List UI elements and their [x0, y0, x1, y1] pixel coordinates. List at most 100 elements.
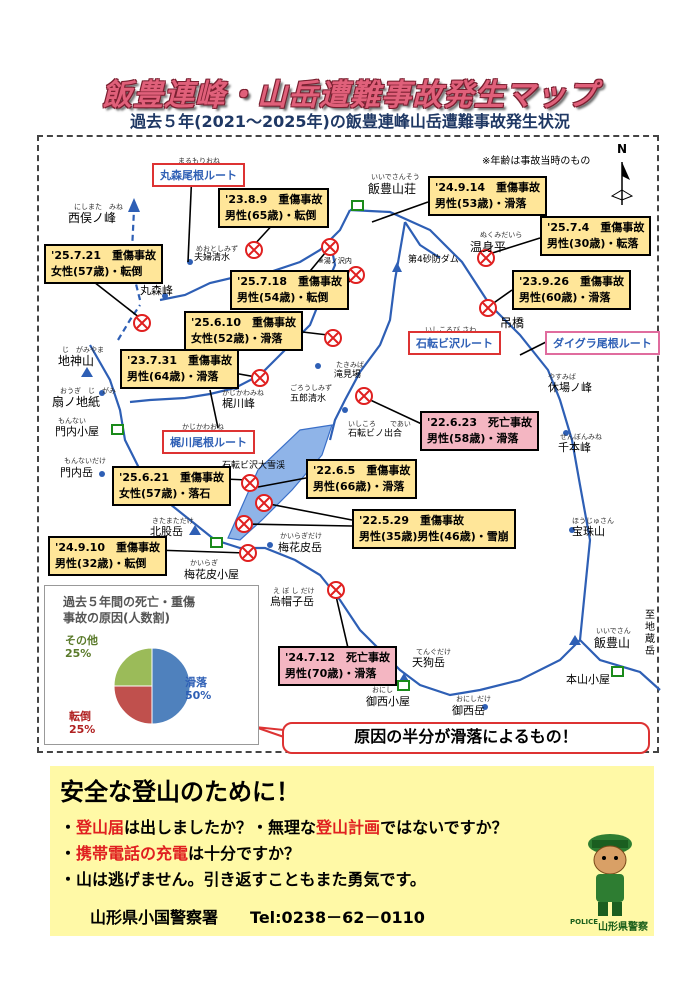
kitamata-label: 北股岳 — [150, 525, 183, 538]
route-marumori-label: 丸森尾根ルート — [152, 163, 245, 187]
monnai-peak-label: 門内岳 — [60, 466, 93, 479]
onishi-hut-ruby: おにし — [372, 686, 393, 694]
eboshi-label: 烏帽子岳 — [270, 595, 314, 608]
page-title: 飯豊連峰・山岳遭難事故発生マップ — [102, 78, 598, 113]
arrow-up-icon — [128, 198, 140, 212]
goro-label: 五郎清水 — [290, 394, 327, 404]
tsuribashi-label: 吊橋 — [500, 316, 525, 330]
contact-info: 山形県小国警察署 Tel:0238－62－0110 — [90, 908, 425, 927]
route-marumori-ruby: まるもりおね — [178, 157, 220, 165]
onishi-hut-label: 御西小屋 — [366, 695, 410, 708]
marumori-peak-label: 丸森峰 — [140, 284, 173, 297]
pie-slice-1 — [113, 685, 153, 725]
kyuba-label: 休場ノ峰 — [548, 381, 592, 394]
north-arrow-icon — [610, 162, 634, 205]
iidesan-ruby: いいでさん — [596, 627, 631, 635]
trail-main-ridge — [89, 344, 581, 697]
safety-title: 安全な登山のために！ — [60, 778, 300, 806]
monnai-peak-ruby: もんないだけ — [64, 457, 106, 465]
incident-box-11: '25.6.21 重傷事故女性(57歳)・落石 — [112, 466, 231, 506]
trail-iide-ridge — [349, 208, 661, 691]
pie-chart — [113, 647, 191, 725]
eboshi-ruby: え ぼ し だけ — [273, 587, 315, 595]
senbon-ruby: せんぼんみね — [560, 433, 602, 441]
kyuba-ruby: やすみば — [548, 373, 576, 381]
incident-box-9: '22.6.23 死亡事故男性(58歳)・滑落 — [420, 411, 539, 451]
incident-markers — [133, 238, 497, 599]
incident-box-3: '25.7.4 重傷事故男性(30歳)・転落 — [540, 216, 652, 256]
ishikorobi-deai-ruby: いしころ であい — [348, 420, 411, 428]
hut-markers — [111, 200, 624, 691]
police-en-label: POLICE — [570, 918, 599, 926]
incident-box-8: '23.7.31 重傷事故男性(64歳)・滑落 — [120, 349, 239, 389]
jigamiyama-ruby: じ がみやま — [62, 346, 104, 354]
trail-marumori-dashed — [117, 304, 141, 341]
kairagi-label: 梅花皮岳 — [278, 541, 322, 554]
takimi-label: 滝見場 — [334, 370, 362, 380]
tengu-label: 天狗岳 — [412, 656, 445, 669]
hojuzan-label: 宝珠山 — [572, 525, 605, 538]
page-subtitle: 過去５年(2021～2025年)の飯豊連峰山岳遭難事故発生状況 — [130, 112, 570, 131]
nishimata-label: 西俣ノ峰 — [68, 211, 117, 225]
incident-box-1: '24.9.14 重傷事故男性(53歳)・滑落 — [428, 176, 547, 216]
hojuzan-ruby: ほうじゅさん — [572, 517, 614, 525]
takimi-ruby: たきみば — [336, 361, 364, 369]
conclusion-callout: 原因の半分が滑落によるもの！ — [282, 722, 650, 754]
incident-box-12: '22.5.29 重傷事故男性(35歳)男性(46歳)・雪崩 — [352, 509, 516, 549]
daisekkei-label: 石転ビ沢大雪渓 — [222, 461, 286, 471]
iide-sanso-label: 飯豊山荘 — [368, 182, 417, 196]
route-kajikawa-ruby: かじかわおね — [182, 423, 224, 431]
pie-title: 過去５年間の死亡・重傷事故の原因(人数割) — [63, 595, 196, 625]
jigamiyama-label: 地神山 — [58, 354, 95, 368]
onishi-peak-ruby: おにしだけ — [456, 695, 491, 703]
monnai-hut-label: 門内小屋 — [55, 425, 99, 438]
incident-box-6: '23.9.26 重傷事故男性(60歳)・滑落 — [512, 270, 631, 310]
kairagi-hut-label: 梅花皮小屋 — [184, 568, 239, 581]
incident-box-4: '25.7.21 重傷事故女性(57歳)・転倒 — [44, 244, 163, 284]
route-ishikorobi-ruby: いしころび さわ — [425, 326, 477, 334]
nishimata-ruby: にしまた みね — [74, 203, 123, 211]
incident-box-10: '22.6.5 重傷事故男性(66歳)・滑落 — [306, 459, 418, 499]
nukumidaira-ruby: ぬくみだいら — [480, 231, 523, 239]
safety-row-1: ・登山届は出しましたか？・無理な登山計画ではないですか？ — [60, 818, 508, 837]
ishikorobi-deai-label: 石転ビノ出合 — [348, 429, 403, 439]
tengu-ruby: てんぐだけ — [416, 648, 451, 656]
yunosawa-label: ※湯ノ沢内 — [318, 257, 352, 265]
goro-ruby: ごろうしみず — [290, 384, 332, 392]
iidesan-label: 飯豊山 — [594, 636, 631, 650]
pie-slice-2 — [113, 647, 153, 687]
iide-sanso-ruby: いいでさんそう — [371, 173, 420, 181]
mezawa-label: 夫婦清水 — [194, 253, 231, 263]
ogino-ruby: おうぎ じ がみ — [60, 387, 116, 395]
nukumidaira-label: 温身平 — [470, 240, 507, 254]
trail-map — [81, 162, 661, 739]
mezawa-ruby: めおとしみず — [196, 245, 238, 253]
age-note: ※年齢は事故当時のもの — [482, 156, 591, 167]
kajikawa-peak-ruby: かじかわみね — [222, 389, 264, 397]
kairagi-hut-ruby: かいらぎ — [190, 559, 218, 567]
senbon-label: 千本峰 — [558, 441, 591, 454]
safety-row-3: ・山は逃げません。引き返すこともまた勇気です。 — [60, 870, 426, 889]
safety-panel: 安全な登山のために！ ・登山届は出しましたか？・無理な登山計画ではないですか？ … — [50, 766, 654, 936]
kairagi-ruby: かいらぎだけ — [280, 532, 322, 540]
incident-box-13: '24.9.10 重傷事故男性(32歳)・転倒 — [48, 536, 167, 576]
monnai-hut-ruby: もんない — [58, 417, 86, 425]
conclusion-pointer — [254, 726, 285, 739]
kitamata-ruby: きたまただけ — [152, 517, 194, 525]
incident-box-2: '23.8.9 重傷事故男性(65歳)・転倒 — [218, 188, 330, 228]
onishi-peak-label: 御西岳 — [452, 704, 485, 717]
ogino-label: 扇ノ地紙 — [52, 395, 101, 409]
route-kajikawa-label: 梶川尾根ルート — [162, 430, 255, 454]
police-mascot-icon — [588, 834, 632, 916]
incident-box-14: '24.7.12 死亡事故男性(70歳)・滑落 — [278, 646, 397, 686]
safety-row-2: ・携帯電話の充電は十分ですか？ — [60, 844, 301, 863]
pie-slice-0 — [151, 647, 191, 725]
sabo-dam-label: 第4砂防ダム — [408, 255, 459, 265]
route-daigura-label: ダイグラ尾根ルート — [545, 331, 660, 355]
kajikawa-peak-label: 梶川峰 — [222, 397, 255, 410]
honyama-hut-label: 本山小屋 — [566, 673, 610, 686]
route-ishikorobi-label: 石転ビ沢ルート — [408, 331, 501, 355]
police-label: 山形県警察 — [598, 922, 648, 933]
